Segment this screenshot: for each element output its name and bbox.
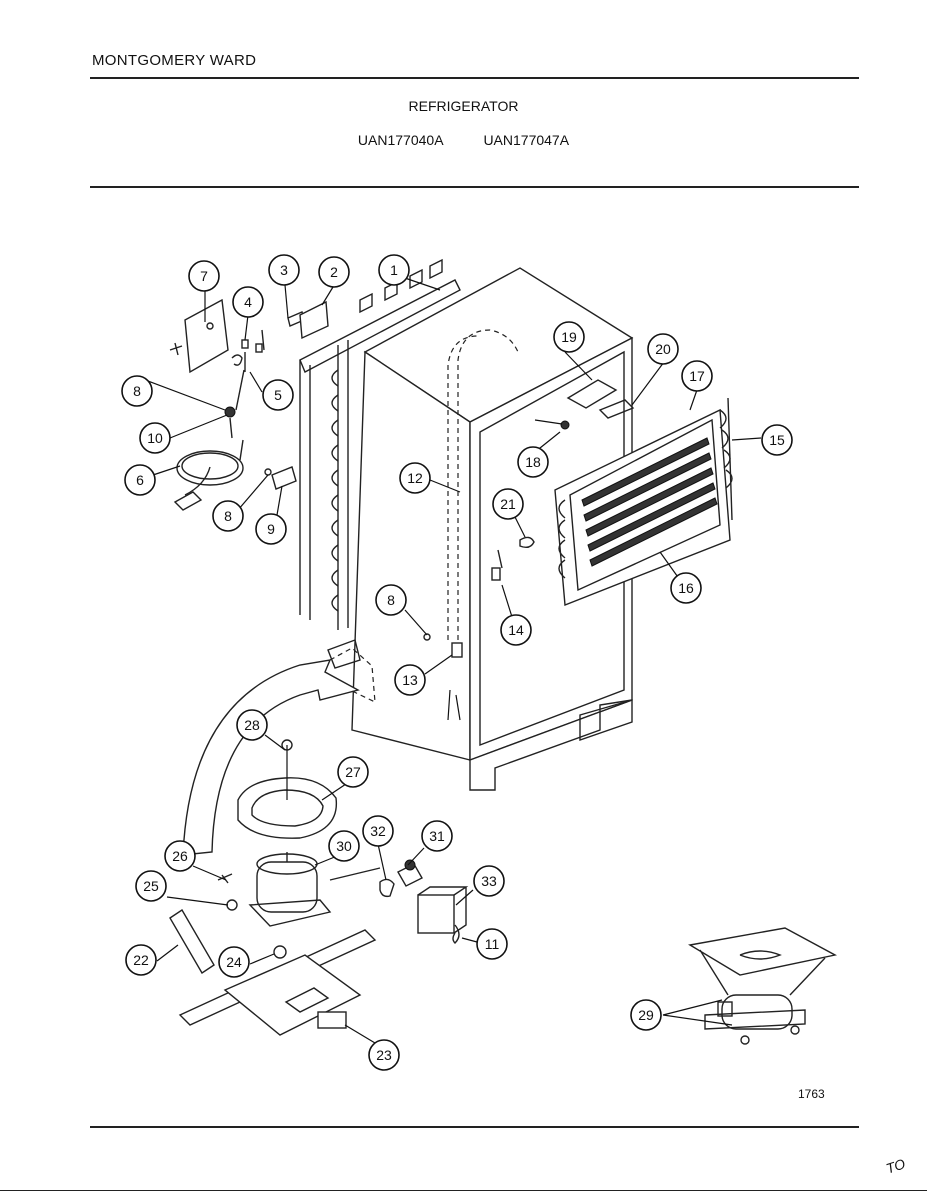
svg-text:13: 13 [402,672,418,688]
start-components [379,859,469,944]
svg-text:8: 8 [224,508,232,524]
model-number: UAN177047A [483,132,570,148]
callout-30: 30 [328,830,360,862]
electrical-parts [169,298,329,511]
callout-3: 3 [268,254,300,286]
product-title: REFRIGERATOR [408,98,519,114]
diagram-number: 1763 [798,1087,825,1101]
svg-text:3: 3 [280,262,288,278]
callout-13: 13 [394,664,426,696]
callout-28: 28 [236,709,268,741]
callout-7: 7 [188,260,220,292]
svg-text:21: 21 [500,496,516,512]
svg-text:2: 2 [330,264,338,280]
callout-8: 8 [375,584,407,616]
svg-text:18: 18 [525,454,541,470]
callout-8: 8 [212,500,244,532]
svg-text:5: 5 [274,387,282,403]
svg-text:29: 29 [638,1007,654,1023]
model-number: UAN177040A [357,132,444,148]
model-numbers: UAN177040A UAN177047A [0,132,927,148]
callout-5: 5 [262,379,294,411]
svg-text:16: 16 [678,580,694,596]
callout-8: 8 [121,375,153,407]
callout-19: 19 [553,321,585,353]
callout-29: 29 [630,999,662,1031]
svg-text:32: 32 [370,823,386,839]
direction-arrow [182,659,360,856]
svg-text:10: 10 [147,430,163,446]
svg-text:20: 20 [655,341,671,357]
callout-14: 14 [500,614,532,646]
evaporator-cover [566,379,618,409]
svg-text:22: 22 [133,952,149,968]
svg-text:17: 17 [689,368,705,384]
callout-9: 9 [255,513,287,545]
callout-4: 4 [232,286,264,318]
callout-24: 24 [218,946,250,978]
svg-text:30: 30 [336,838,352,854]
page-edge-rule [0,1190,927,1191]
callout-25: 25 [135,870,167,902]
header-rule-bottom [90,186,859,188]
callout-21: 21 [492,488,524,520]
svg-text:1: 1 [390,262,398,278]
svg-text:6: 6 [136,472,144,488]
svg-text:19: 19 [561,329,577,345]
svg-text:23: 23 [376,1047,392,1063]
svg-text:26: 26 [172,848,188,864]
alternate-compressor [688,927,838,1045]
callout-23: 23 [368,1039,400,1071]
callout-16: 16 [670,572,702,604]
svg-text:28: 28 [244,717,260,733]
svg-text:24: 24 [226,954,242,970]
svg-text:4: 4 [244,294,252,310]
sensor [560,420,570,430]
svg-text:8: 8 [133,383,141,399]
svg-text:9: 9 [267,521,275,537]
callout-31: 31 [421,820,453,852]
callout-2: 2 [318,256,350,288]
svg-text:33: 33 [481,873,497,889]
callout-18: 18 [517,446,549,478]
header-rule-top [90,77,859,79]
callout-32: 32 [362,815,394,847]
callout-26: 26 [164,840,196,872]
svg-text:25: 25 [143,878,159,894]
svg-text:7: 7 [200,268,208,284]
condenser-coil [299,258,461,669]
svg-text:12: 12 [407,470,423,486]
callout-6: 6 [124,464,156,496]
svg-text:14: 14 [508,622,524,638]
callout-20: 20 [647,333,679,365]
callout-27: 27 [337,756,369,788]
callout-10: 10 [139,422,171,454]
callout-33: 33 [473,865,505,897]
callout-12: 12 [399,462,431,494]
footer-rule [90,1126,859,1128]
svg-text:31: 31 [429,828,445,844]
evaporator [554,397,733,606]
svg-text:8: 8 [387,592,395,608]
svg-text:11: 11 [485,936,500,952]
brand-name: MONTGOMERY WARD [92,52,257,69]
callout-17: 17 [681,360,713,392]
callout-15: 15 [761,424,793,456]
callout-22: 22 [125,944,157,976]
callout-11: 11 [476,928,508,960]
svg-text:15: 15 [769,432,785,448]
callout-1: 1 [378,254,410,286]
svg-text:27: 27 [345,764,361,780]
